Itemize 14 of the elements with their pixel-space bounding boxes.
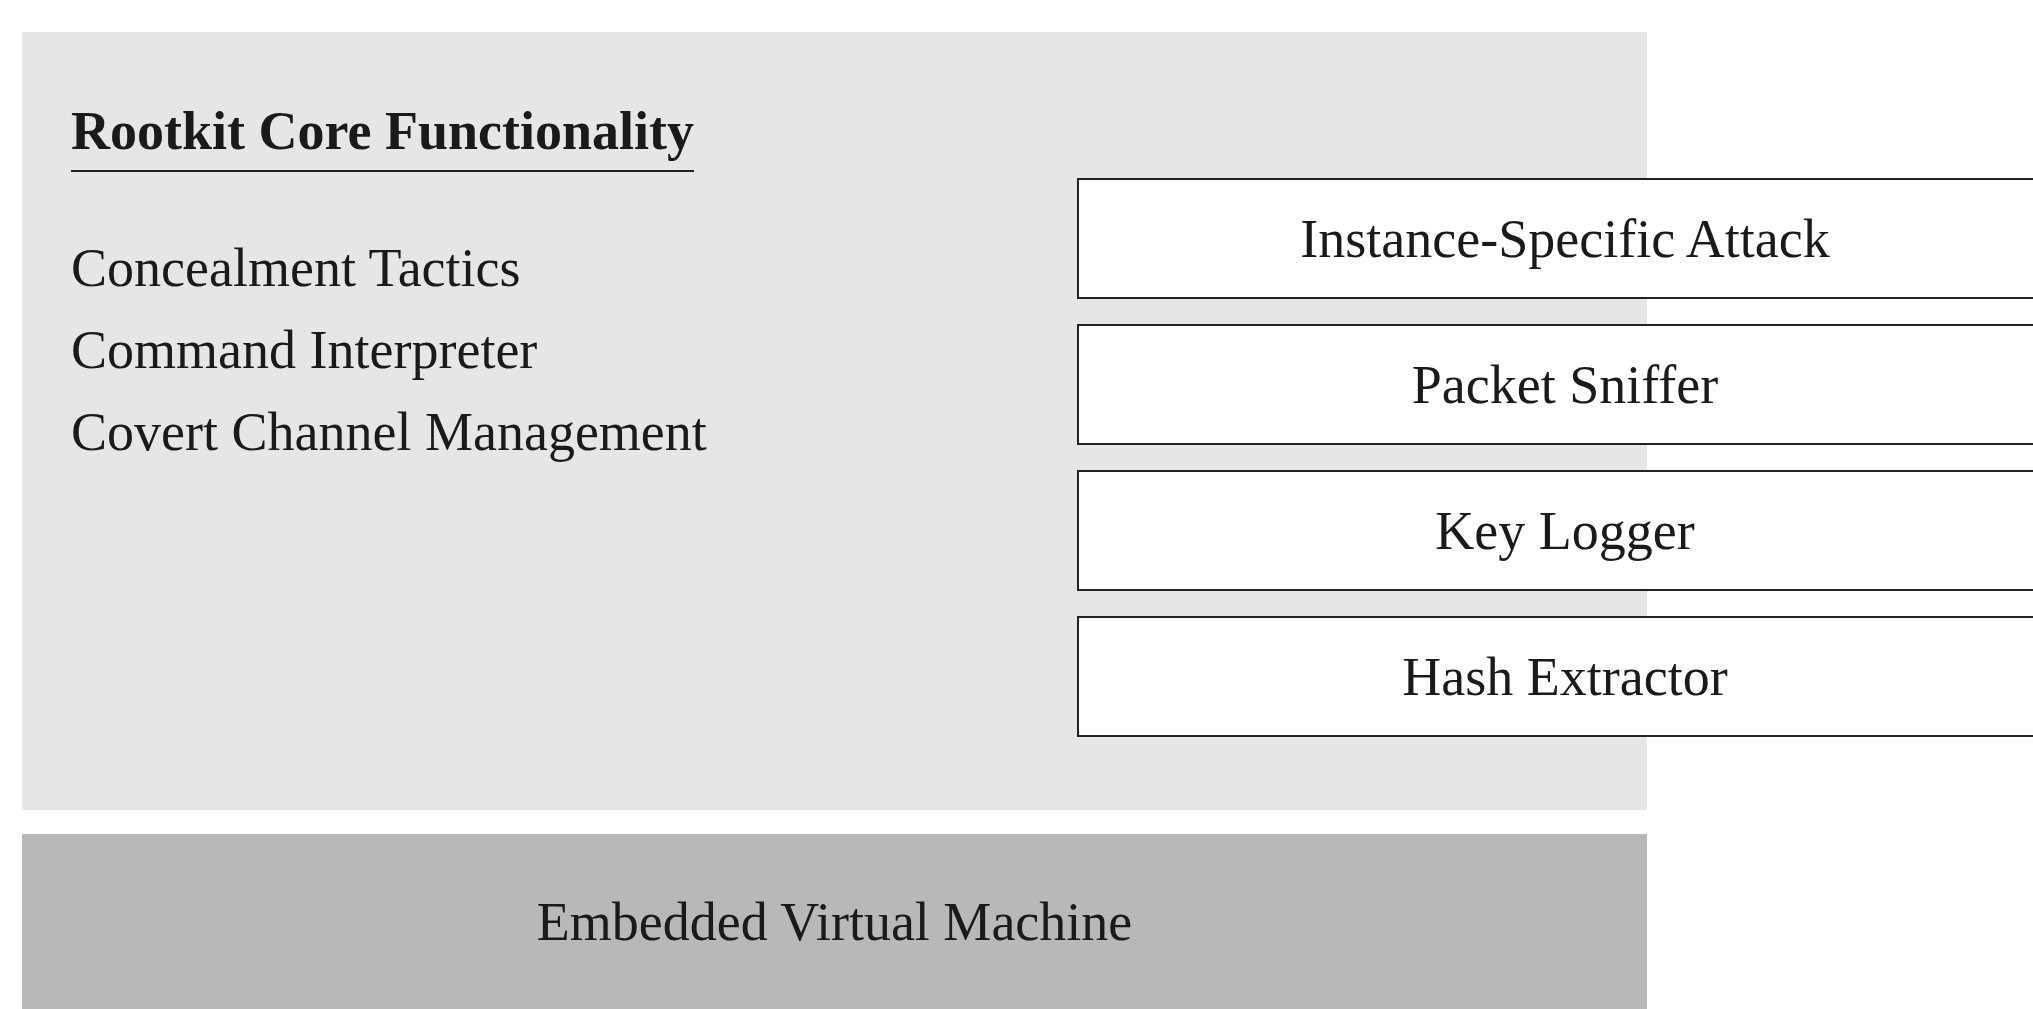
band-label: Embedded Virtual Machine: [536, 890, 1133, 953]
module-label: Hash Extractor: [1402, 645, 1728, 708]
base-band: [22, 834, 1647, 1009]
module-label: Key Logger: [1435, 499, 1695, 562]
module-box: [1077, 324, 2033, 445]
module-label: Instance-Specific Attack: [1300, 207, 1830, 270]
module-box: [1077, 178, 2033, 299]
feature-item: Covert Channel Management: [71, 401, 707, 463]
panel-heading: Rootkit Core Functionality: [71, 100, 694, 172]
module-box: [1077, 470, 2033, 591]
module-label: Packet Sniffer: [1411, 353, 1719, 416]
feature-item: Concealment Tactics: [71, 237, 521, 299]
module-box: [1077, 616, 2033, 737]
feature-item: Command Interpreter: [71, 319, 538, 381]
